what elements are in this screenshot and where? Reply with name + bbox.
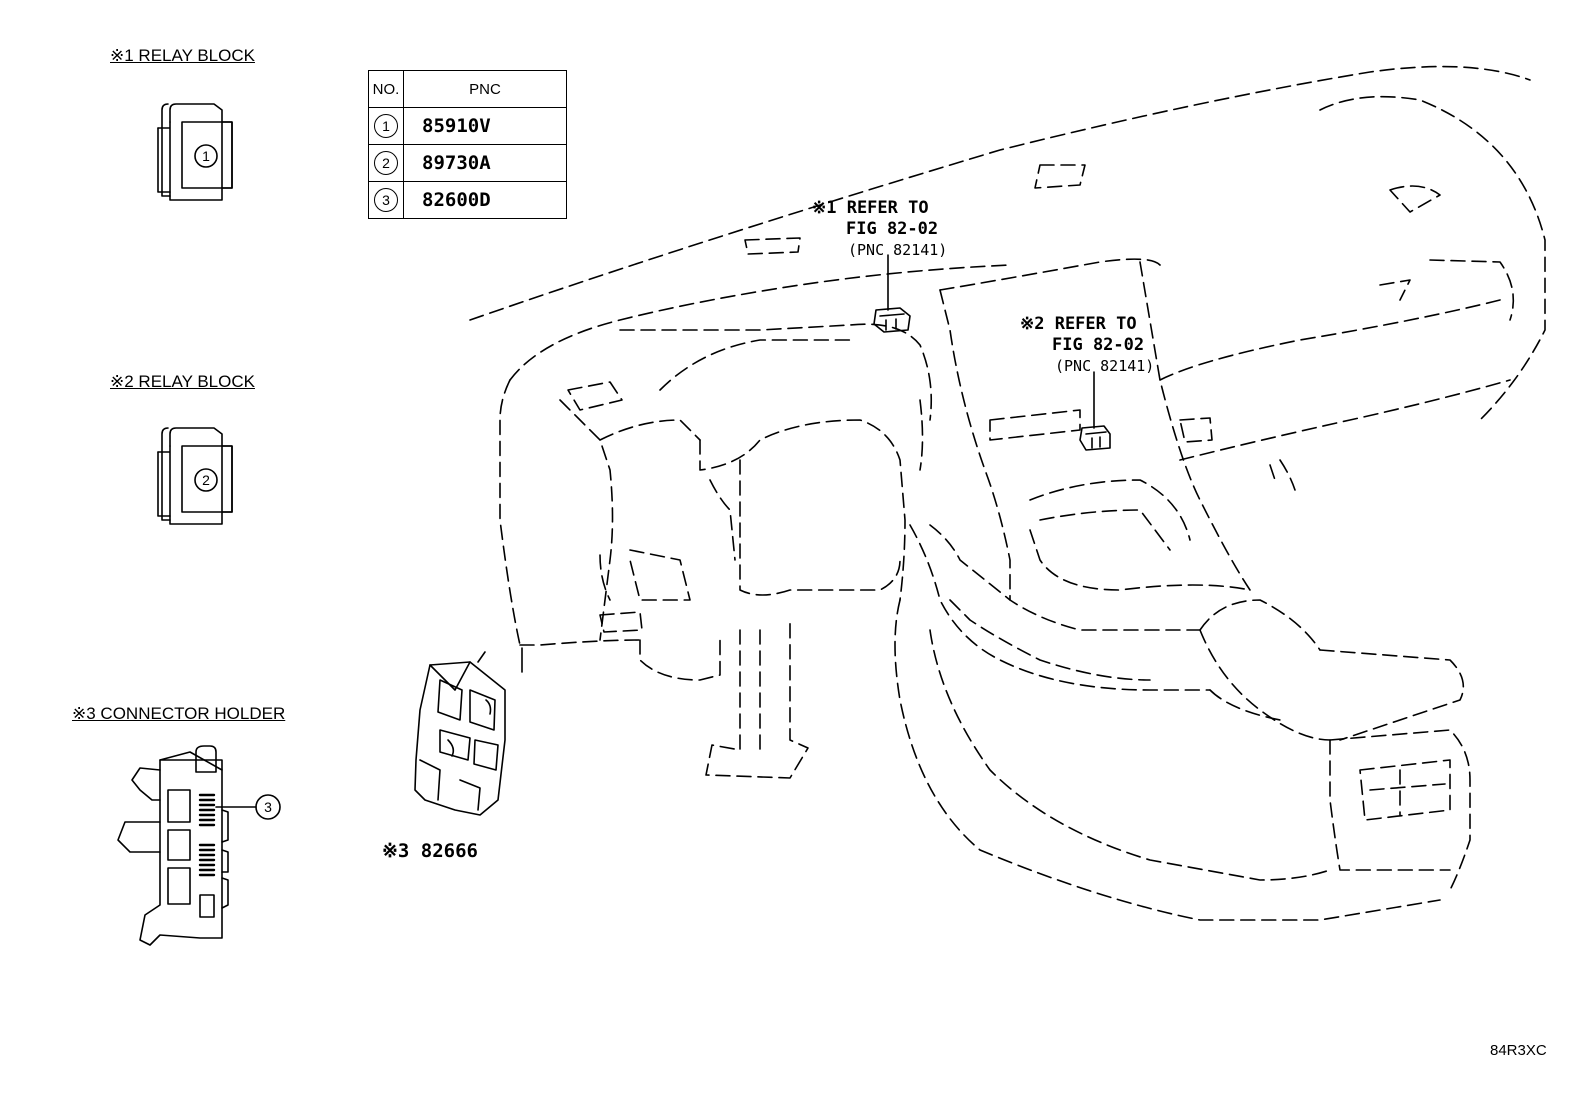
connector-holder-number: 3 bbox=[264, 799, 272, 815]
connector-holder-icon bbox=[117, 745, 281, 946]
relay-block-1-number: 1 bbox=[202, 148, 210, 164]
ref1-line3: (PNC 82141) bbox=[848, 241, 948, 259]
header-pnc: PNC bbox=[403, 70, 567, 108]
leader-line-3 bbox=[477, 647, 523, 673]
ref1-line1: ※1 REFER TO bbox=[812, 198, 929, 218]
dashboard-outline bbox=[469, 65, 1546, 921]
ref2-line1: ※2 REFER TO bbox=[1020, 314, 1137, 334]
relay-block-1-icon bbox=[157, 103, 233, 201]
row-3-pnc: 82600D bbox=[403, 181, 567, 219]
header-no: NO. bbox=[368, 70, 404, 108]
ref2-line2: FIG 82-02 bbox=[1052, 335, 1145, 355]
table-header-row: NO. PNC bbox=[368, 70, 567, 108]
row-2-pnc: 89730A bbox=[403, 144, 567, 182]
relay-block-2-icon bbox=[157, 427, 233, 525]
ref1-line2: FIG 82-02 bbox=[846, 219, 939, 239]
relay-block-1-title: ※1 RELAY BLOCK bbox=[110, 46, 255, 65]
relay-block-2-part bbox=[1079, 425, 1111, 451]
parts-table: NO. PNC 1 85910V 2 89730A 3 82600D bbox=[368, 70, 567, 219]
row-2-no: 2 bbox=[374, 151, 398, 175]
row-1-pnc: 85910V bbox=[403, 107, 567, 145]
table-row: 1 85910V bbox=[368, 107, 567, 145]
table-row: 3 82600D bbox=[368, 181, 567, 219]
ref2-line3: (PNC 82141) bbox=[1055, 357, 1155, 375]
row-1-no: 1 bbox=[374, 114, 398, 138]
relay-block-1-part bbox=[873, 307, 911, 333]
part-82666-label: ※3 82666 bbox=[382, 840, 478, 862]
connector-holder-title: ※3 CONNECTOR HOLDER bbox=[72, 704, 286, 723]
diagram-code: 84R3XC bbox=[1490, 1042, 1547, 1059]
table-row: 2 89730A bbox=[368, 144, 567, 182]
row-3-no: 3 bbox=[374, 188, 398, 212]
connector-holder-part bbox=[414, 661, 506, 816]
relay-block-2-title: ※2 RELAY BLOCK bbox=[110, 372, 255, 391]
relay-block-2-number: 2 bbox=[202, 472, 210, 488]
